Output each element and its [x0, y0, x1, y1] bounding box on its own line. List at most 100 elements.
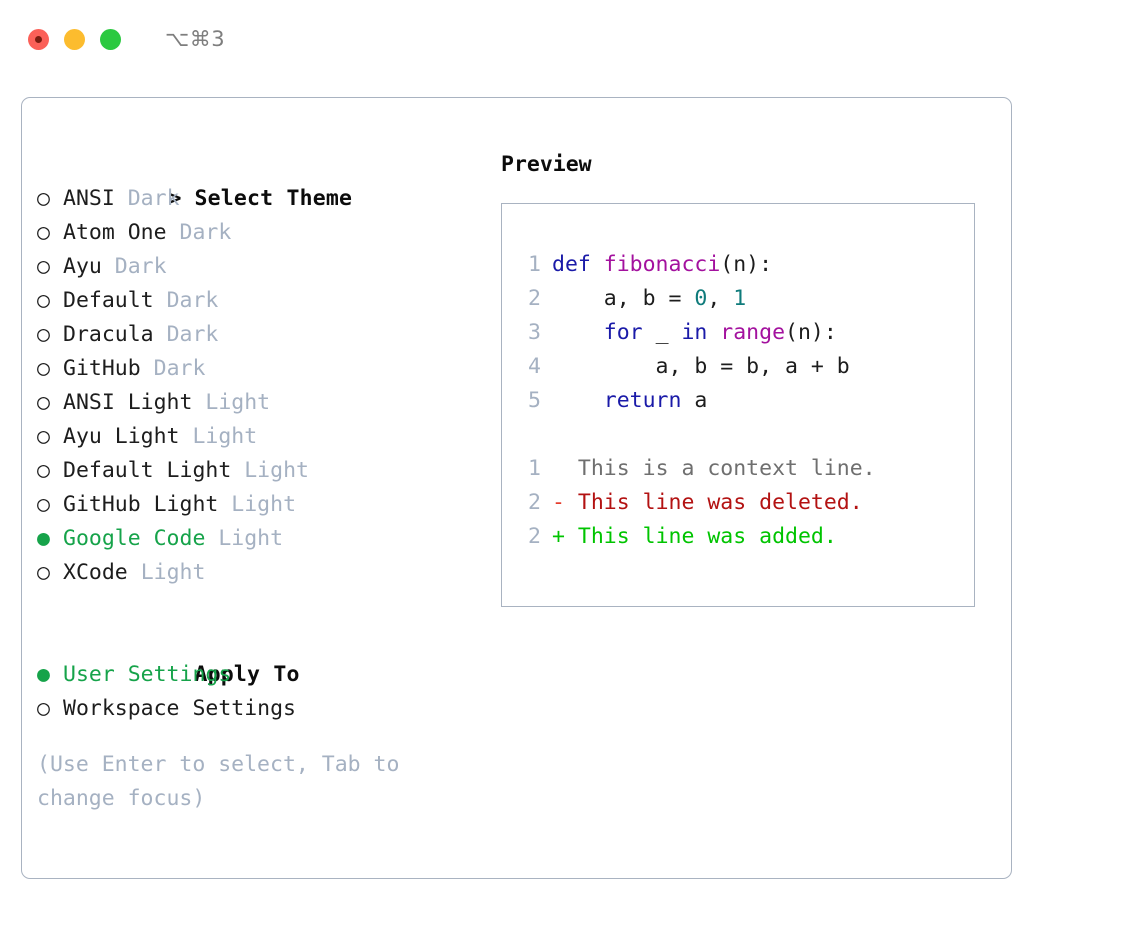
radio-unselected-icon: ○ [37, 424, 50, 449]
apply-to-option-workspace-settings[interactable]: ○ Workspace Settings [37, 692, 487, 726]
theme-option-ayu[interactable]: ○ Ayu Dark [37, 250, 487, 284]
code-token-kw: for [552, 320, 656, 345]
theme-option-dracula[interactable]: ○ Dracula Dark [37, 318, 487, 352]
diff-line-text: This line was added. [577, 524, 837, 549]
keyboard-shortcut-label: ⌥⌘3 [165, 27, 226, 51]
theme-option-github[interactable]: ○ GitHub Dark [37, 352, 487, 386]
code-line: 3 for _ in range(n): [515, 316, 968, 350]
minimize-window-button[interactable] [64, 28, 85, 50]
zoom-window-button[interactable] [100, 28, 121, 50]
code-token-plain: a [694, 388, 708, 413]
theme-option-category: Dark [166, 322, 219, 347]
code-token-fn: range [720, 320, 786, 345]
code-token-plain: (n): [785, 320, 837, 345]
radio-selected-icon: ● [37, 526, 50, 551]
theme-option-label: GitHub [63, 356, 141, 381]
theme-option-google-code[interactable]: ●Google Code Light [37, 522, 487, 556]
list-spacer [37, 590, 487, 624]
theme-option-default[interactable]: ○ Default Dark [37, 284, 487, 318]
theme-option-label: ANSI Light [63, 390, 193, 415]
code-token-plain: a, b = b, a + b [552, 354, 850, 379]
theme-option-label: Atom One [63, 220, 167, 245]
code-token-num: 1 [733, 286, 747, 311]
code-token-plain: _ [655, 320, 682, 345]
code-token-plain: a, b = [552, 286, 695, 311]
code-token-plain: , [707, 286, 734, 311]
theme-option-label: Google Code [63, 526, 206, 551]
dialog-card: >Select Theme ○ANSI Dark○Atom One Dark○A… [21, 97, 1012, 879]
theme-option-xcode[interactable]: ○XCode Light [37, 556, 487, 590]
theme-option-category: Dark [166, 288, 219, 313]
radio-unselected-icon: ○ [37, 186, 50, 211]
code-line-number: 2 [528, 286, 541, 311]
theme-option-label: Ayu [63, 254, 102, 279]
diff-line-del: 2- This line was deleted. [515, 486, 968, 520]
theme-option-label: Ayu Light [63, 424, 180, 449]
apply-to-option-user-settings[interactable]: ● User Settings [37, 658, 487, 692]
apply-to-header: Apply To [37, 624, 487, 687]
theme-option-ansi[interactable]: ○ ANSI Dark [37, 182, 487, 216]
code-token-kw: def [552, 252, 604, 277]
code-token-plain: (n): [720, 252, 773, 277]
code-token-num: 0 [694, 286, 708, 311]
theme-option-category: Light [205, 390, 271, 415]
code-line-number: 3 [528, 320, 541, 345]
diff-line-text: This is a context line. [577, 456, 876, 481]
radio-unselected-icon: ○ [37, 254, 50, 279]
diff-line-number: 2 [528, 524, 541, 549]
theme-option-label: ANSI [63, 186, 115, 211]
theme-option-ayu-light[interactable]: ○ Ayu Light Light [37, 420, 487, 454]
radio-unselected-icon: ○ [37, 458, 50, 483]
theme-option-atom-one[interactable]: ○ Atom One Dark [37, 216, 487, 250]
diff-line-number: 2 [528, 490, 541, 515]
radio-unselected-icon: ○ [37, 220, 50, 245]
radio-selected-icon: ● [37, 662, 50, 687]
code-token-fn: fibonacci [603, 252, 721, 277]
theme-option-default-light[interactable]: ○ Default Light Light [37, 454, 487, 488]
theme-option-category: Dark [127, 186, 180, 211]
diff-lines: 1 This is a context line. 2- This line wa… [515, 452, 968, 554]
radio-unselected-icon: ○ [37, 492, 50, 517]
radio-unselected-icon: ○ [37, 356, 50, 381]
diff-line-number: 1 [528, 456, 541, 481]
theme-option-category: Light [192, 424, 258, 449]
theme-list: ○ ANSI Dark ○ Atom One Dark ○ Ayu Dark ○ Defaul… [37, 182, 487, 590]
code-line-number: 5 [528, 388, 541, 413]
diff-sign: - [552, 490, 565, 515]
theme-option-label: Default Light [63, 458, 232, 483]
caret-icon: > [168, 186, 182, 211]
radio-unselected-icon: ○ [37, 288, 50, 313]
radio-unselected-icon: ○ [37, 322, 50, 347]
theme-option-github-light[interactable]: ○GitHub Light Light [37, 488, 487, 522]
theme-option-label: GitHub Light [63, 492, 219, 517]
code-diff-gap [515, 418, 968, 452]
diff-sign: + [552, 524, 565, 549]
radio-unselected-icon: ○ [37, 696, 50, 721]
apply-to-option-label: User Settings [63, 662, 232, 687]
radio-unselected-icon: ○ [37, 390, 50, 415]
code-line: 5 return a [515, 384, 968, 418]
theme-option-label: Dracula [63, 322, 154, 347]
theme-option-category: Dark [179, 220, 232, 245]
code-line-number: 1 [528, 252, 541, 277]
theme-option-category: Dark [114, 254, 167, 279]
apply-to-option-label: Workspace Settings [63, 696, 296, 721]
theme-option-label: Default [63, 288, 154, 313]
code-line: 4 a, b = b, a + b [515, 350, 968, 384]
preview-title: Preview [501, 152, 592, 177]
code-token-kw: return [552, 388, 695, 413]
theme-option-category: Light [244, 458, 309, 483]
code-line: 1 def fibonacci(n): [515, 248, 968, 282]
keyboard-hint-text: (Use Enter to select, Tab to change focu… [37, 752, 413, 811]
close-window-button[interactable] [28, 28, 49, 50]
theme-option-ansi-light[interactable]: ○ ANSI Light Light [37, 386, 487, 420]
apply-to-header-label: Apply To [194, 662, 300, 687]
theme-picker-panel: >Select Theme ○ANSI Dark○Atom One Dark○A… [37, 148, 487, 816]
code-line-number: 4 [528, 354, 541, 379]
theme-option-category: Dark [153, 356, 206, 381]
traffic-lights [28, 28, 121, 50]
